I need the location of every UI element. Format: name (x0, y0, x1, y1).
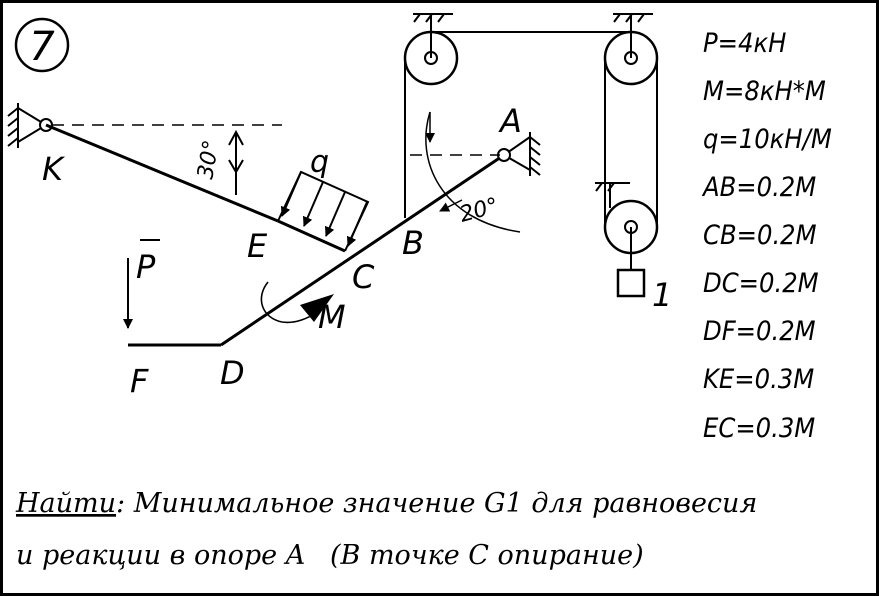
force-p (123, 239, 160, 329)
given-m: M=8кН*М (703, 76, 826, 107)
given-ec: EC=0.3М (703, 413, 815, 444)
given-df: DF=0.2М (703, 316, 816, 347)
task-line-2a: и реакции в опоре A (16, 540, 305, 571)
task-line-1: Найти: Минимальное значение G1 для равно… (15, 488, 757, 519)
point-k-label: K (42, 150, 66, 188)
problem-number-badge: 7 (14, 17, 70, 73)
point-b-label: B (402, 224, 424, 262)
point-e-label: E (247, 227, 268, 265)
given-values: P=4кН M=8кН*М q=10кН/М AB=0.2М CB=0.2М D… (701, 28, 832, 444)
mechanics-diagram: 7 30° q K E P F D (7, 13, 832, 571)
force-p-label: P (136, 248, 156, 286)
given-cb: CB=0.2М (703, 220, 817, 251)
pulley-system (403, 13, 659, 270)
moment-m-label: M (318, 298, 346, 336)
task-title: Найти (15, 488, 116, 519)
beam-ke (45, 123, 279, 223)
angle-30-marker (228, 129, 244, 195)
problem-number: 7 (29, 24, 55, 70)
support-k (7, 103, 53, 148)
weight-label: 1 (652, 276, 672, 314)
given-q: q=10кН/М (703, 124, 832, 155)
angle-20-marker (425, 111, 521, 233)
given-ke: KE=0.3М (703, 364, 814, 395)
point-d-label: D (220, 354, 245, 392)
beam-ec (277, 219, 346, 253)
angle-20-label: 20° (457, 194, 501, 228)
weight-block (616, 268, 646, 298)
moment-m-arrowhead (300, 294, 334, 322)
given-ab: AB=0.2М (701, 172, 816, 203)
point-a-label: A (498, 102, 522, 140)
moment-m (260, 281, 319, 324)
angle-30-label: 30° (193, 138, 224, 181)
task-line-2b: (В точке C опирание) (330, 540, 644, 571)
task-statement: Найти: Минимальное значение G1 для равно… (15, 488, 757, 571)
given-dc: DC=0.2М (703, 268, 819, 299)
support-a (497, 132, 541, 176)
beam-da (220, 153, 505, 347)
load-q-label: q (310, 145, 329, 180)
task-line-1-text: : Минимальное значение G1 для равновесия (116, 488, 757, 519)
given-p: P=4кН (703, 28, 786, 59)
distributed-load-q (277, 170, 370, 252)
point-f-label: F (130, 362, 149, 400)
point-c-label: C (352, 258, 375, 296)
